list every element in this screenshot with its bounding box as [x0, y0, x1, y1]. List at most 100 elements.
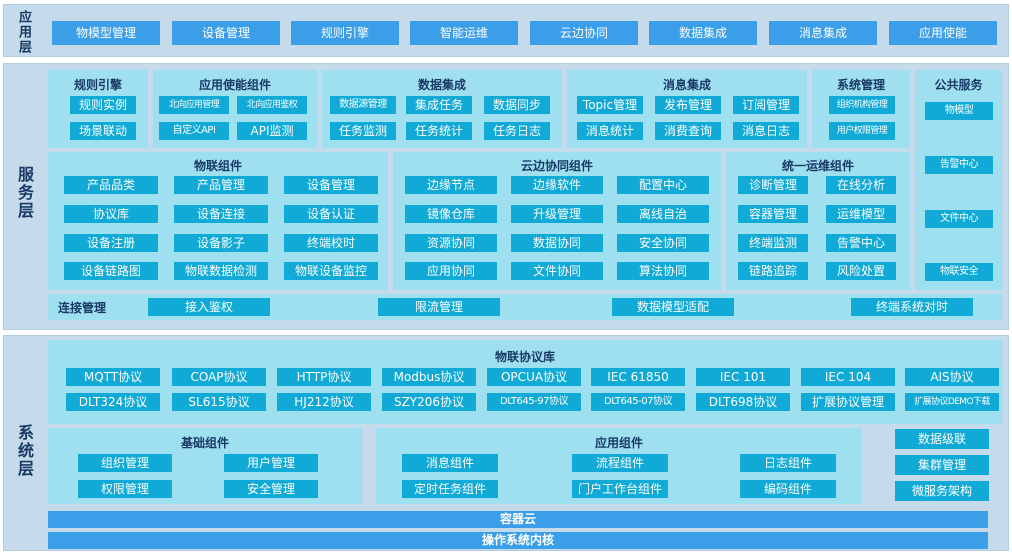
security-mgmt-component[interactable]: 安全管理	[224, 480, 318, 498]
edge-software-button[interactable]: 边缘软件	[511, 176, 603, 194]
ais-protocol[interactable]: AIS协议	[905, 368, 999, 386]
device-register-button[interactable]: 设备注册	[64, 234, 158, 252]
subscribe-mgmt-button[interactable]: 订阅管理	[733, 96, 799, 114]
mqtt-protocol[interactable]: MQTT协议	[66, 368, 160, 386]
file-center-service-button[interactable]: 文件中心	[925, 210, 993, 228]
szy206-protocol[interactable]: SZY206协议	[382, 393, 476, 411]
alarm-center-service-button[interactable]: 告警中心	[925, 156, 993, 174]
iot-security-service-button[interactable]: 物联安全	[925, 263, 993, 281]
scene-linkage-button[interactable]: 场景联动	[70, 122, 136, 140]
rule-instance-button[interactable]: 规则实例	[70, 96, 136, 114]
upgrade-mgmt-button[interactable]: 升级管理	[511, 205, 603, 223]
container-mgmt-button[interactable]: 容器管理	[738, 205, 808, 223]
custom-api-button[interactable]: 自定义API	[159, 122, 229, 140]
offline-autonomy-button[interactable]: 离线自治	[617, 205, 709, 223]
data-sync-button[interactable]: 数据同步	[484, 96, 550, 114]
task-stats-button[interactable]: 任务统计	[406, 122, 472, 140]
terminal-time-sync-button[interactable]: 终端系统对时	[851, 298, 973, 316]
http-protocol[interactable]: HTTP协议	[277, 368, 371, 386]
rate-limit-button[interactable]: 限流管理	[378, 298, 500, 316]
dlt645-97-protocol[interactable]: DLT645-97协议	[487, 393, 581, 411]
diagnosis-mgmt-button[interactable]: 诊断管理	[738, 176, 808, 194]
permission-mgmt-component[interactable]: 权限管理	[78, 480, 172, 498]
coap-protocol[interactable]: COAP协议	[172, 368, 266, 386]
microservice-arch-button[interactable]: 微服务架构	[895, 481, 989, 501]
thing-model-service-button[interactable]: 物模型	[925, 102, 993, 120]
risk-handling-button[interactable]: 风险处置	[826, 262, 896, 280]
message-component[interactable]: 消息组件	[402, 454, 498, 472]
msg-stats-button[interactable]: 消息统计	[577, 122, 643, 140]
protocol-lib-button[interactable]: 协议库	[64, 205, 158, 223]
iec101-protocol[interactable]: IEC 101	[696, 368, 790, 386]
workflow-component[interactable]: 流程组件	[572, 454, 668, 472]
terminal-monitor-button[interactable]: 终端监测	[738, 234, 808, 252]
northbound-app-auth-button[interactable]: 北向应用鉴权	[237, 96, 307, 114]
device-link-graph-button[interactable]: 设备链路图	[64, 262, 158, 280]
app-item-device-mgmt[interactable]: 设备管理	[172, 21, 280, 45]
sl615-protocol[interactable]: SL615协议	[172, 393, 266, 411]
product-mgmt-button[interactable]: 产品管理	[174, 176, 268, 194]
device-auth-button[interactable]: 设备认证	[284, 205, 378, 223]
hj212-protocol[interactable]: HJ212协议	[277, 393, 371, 411]
northbound-app-mgmt-button[interactable]: 北向应用管理	[159, 96, 229, 114]
iec104-protocol[interactable]: IEC 104	[801, 368, 895, 386]
file-collab-button[interactable]: 文件协同	[511, 262, 603, 280]
task-log-button[interactable]: 任务日志	[484, 122, 550, 140]
topic-mgmt-button[interactable]: Topic管理	[577, 96, 643, 114]
iec61850-protocol[interactable]: IEC 61850	[591, 368, 685, 386]
app-item-cloud-edge[interactable]: 云边协同	[530, 21, 638, 45]
device-shadow-button[interactable]: 设备影子	[174, 234, 268, 252]
api-monitor-button[interactable]: API监测	[237, 122, 307, 140]
device-connect-button[interactable]: 设备连接	[174, 205, 268, 223]
app-item-rule-engine[interactable]: 规则引擎	[291, 21, 399, 45]
scheduled-task-component[interactable]: 定时任务组件	[402, 480, 498, 498]
terminal-timing-button[interactable]: 终端校时	[284, 234, 378, 252]
task-monitor-button[interactable]: 任务监测	[330, 122, 396, 140]
algorithm-collab-button[interactable]: 算法协同	[617, 262, 709, 280]
dlt698-protocol[interactable]: DLT698协议	[696, 393, 790, 411]
org-mgmt-component[interactable]: 组织管理	[78, 454, 172, 472]
app-item-smart-ops[interactable]: 智能运维	[410, 21, 518, 45]
app-collab-button[interactable]: 应用协同	[405, 262, 497, 280]
image-repo-button[interactable]: 镜像仓库	[405, 205, 497, 223]
edge-node-button[interactable]: 边缘节点	[405, 176, 497, 194]
log-component[interactable]: 日志组件	[740, 454, 836, 472]
ext-protocol-mgmt-button[interactable]: 扩展协议管理	[801, 393, 895, 411]
device-mgmt-button[interactable]: 设备管理	[284, 176, 378, 194]
ext-protocol-demo-download-button[interactable]: 扩展协议DEMO下载	[905, 393, 999, 411]
app-item-app-enable[interactable]: 应用使能	[889, 21, 997, 45]
online-analysis-button[interactable]: 在线分析	[826, 176, 896, 194]
connection-mgmt-title: 连接管理	[58, 301, 107, 315]
cluster-mgmt-button[interactable]: 集群管理	[895, 455, 989, 475]
product-category-button[interactable]: 产品品类	[64, 176, 158, 194]
user-permission-button[interactable]: 用户权限管理	[829, 122, 895, 140]
dlt645-07-protocol[interactable]: DLT645-07协议	[591, 393, 685, 411]
consume-query-button[interactable]: 消费查询	[655, 122, 721, 140]
datasource-mgmt-button[interactable]: 数据源管理	[330, 96, 396, 114]
portal-workbench-component[interactable]: 门户工作台组件	[572, 480, 668, 498]
data-model-adapt-button[interactable]: 数据模型适配	[612, 298, 734, 316]
iot-device-monitor-button[interactable]: 物联设备监控	[284, 262, 378, 280]
data-cascade-button[interactable]: 数据级联	[895, 429, 989, 449]
alarm-center-button[interactable]: 告警中心	[826, 234, 896, 252]
app-item-thing-model[interactable]: 物模型管理	[52, 21, 160, 45]
config-center-button[interactable]: 配置中心	[617, 176, 709, 194]
user-mgmt-component[interactable]: 用户管理	[224, 454, 318, 472]
integration-task-button[interactable]: 集成任务	[406, 96, 472, 114]
access-auth-button[interactable]: 接入鉴权	[148, 298, 270, 316]
link-trace-button[interactable]: 链路追踪	[738, 262, 808, 280]
security-collab-button[interactable]: 安全协同	[617, 234, 709, 252]
resource-collab-button[interactable]: 资源协同	[405, 234, 497, 252]
org-mgmt-button[interactable]: 组织机构管理	[829, 96, 895, 114]
ops-model-button[interactable]: 运维模型	[826, 205, 896, 223]
opcua-protocol[interactable]: OPCUA协议	[487, 368, 581, 386]
app-item-data-integration[interactable]: 数据集成	[649, 21, 757, 45]
app-item-msg-integration[interactable]: 消息集成	[769, 21, 877, 45]
modbus-protocol[interactable]: Modbus协议	[382, 368, 476, 386]
dlt324-protocol[interactable]: DLT324协议	[66, 393, 160, 411]
iot-data-check-button[interactable]: 物联数据检测	[174, 262, 268, 280]
encoding-component[interactable]: 编码组件	[740, 480, 836, 498]
publish-mgmt-button[interactable]: 发布管理	[655, 96, 721, 114]
data-collab-button[interactable]: 数据协同	[511, 234, 603, 252]
msg-log-button[interactable]: 消息日志	[733, 122, 799, 140]
